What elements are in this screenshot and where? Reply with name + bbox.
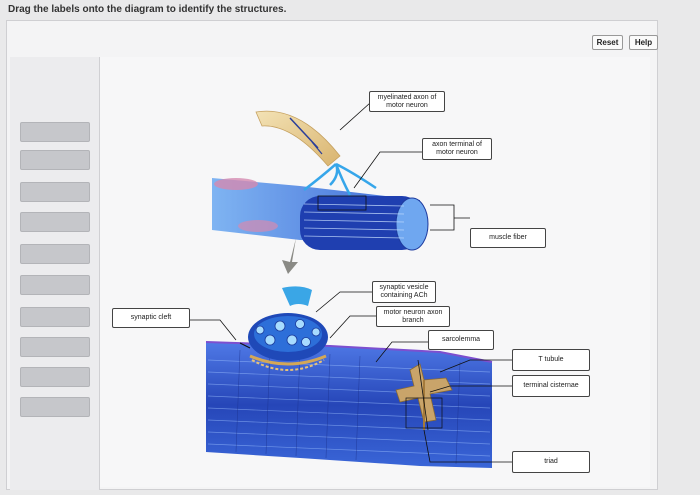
axon-drawing <box>255 110 377 196</box>
label-synaptic-vesicle[interactable]: synaptic vesicle containing ACh <box>372 281 436 303</box>
label-triad[interactable]: triad <box>512 451 590 473</box>
label-bank <box>10 57 100 490</box>
draggable-label-slot[interactable] <box>20 307 90 327</box>
draggable-label-slot[interactable] <box>20 397 90 417</box>
t-tubule-drawing <box>395 359 453 431</box>
help-button[interactable]: Help <box>629 35 658 50</box>
reset-button[interactable]: Reset <box>592 35 623 50</box>
label-terminal-cisternae[interactable]: terminal cisternae <box>512 375 590 397</box>
muscle-fiber-drawing <box>212 178 429 251</box>
synaptic-terminal-drawing <box>239 286 328 371</box>
muscle-tissue-drawing <box>205 341 493 468</box>
label-sarcolemma[interactable]: sarcolemma <box>428 330 494 350</box>
label-axon-terminal[interactable]: axon terminal of motor neuron <box>422 138 492 160</box>
draggable-label-slot[interactable] <box>20 244 90 264</box>
leader-lines <box>190 102 512 463</box>
label-synaptic-cleft[interactable]: synaptic cleft <box>112 308 190 328</box>
draggable-label-slot[interactable] <box>20 275 90 295</box>
draggable-label-slot[interactable] <box>20 122 90 142</box>
instruction-text: Drag the labels onto the diagram to iden… <box>8 4 287 15</box>
down-arrow-icon <box>282 238 298 274</box>
label-motor-neuron-branch[interactable]: motor neuron axon branch <box>376 306 450 327</box>
draggable-label-slot[interactable] <box>20 150 90 170</box>
label-myelinated-axon[interactable]: myelinated axon of motor neuron <box>369 91 445 112</box>
draggable-label-slot[interactable] <box>20 212 90 232</box>
draggable-label-slot[interactable] <box>20 182 90 202</box>
label-t-tubule[interactable]: T tubule <box>512 349 590 371</box>
label-muscle-fiber[interactable]: muscle fiber <box>470 228 546 248</box>
draggable-label-slot[interactable] <box>20 367 90 387</box>
draggable-label-slot[interactable] <box>20 337 90 357</box>
